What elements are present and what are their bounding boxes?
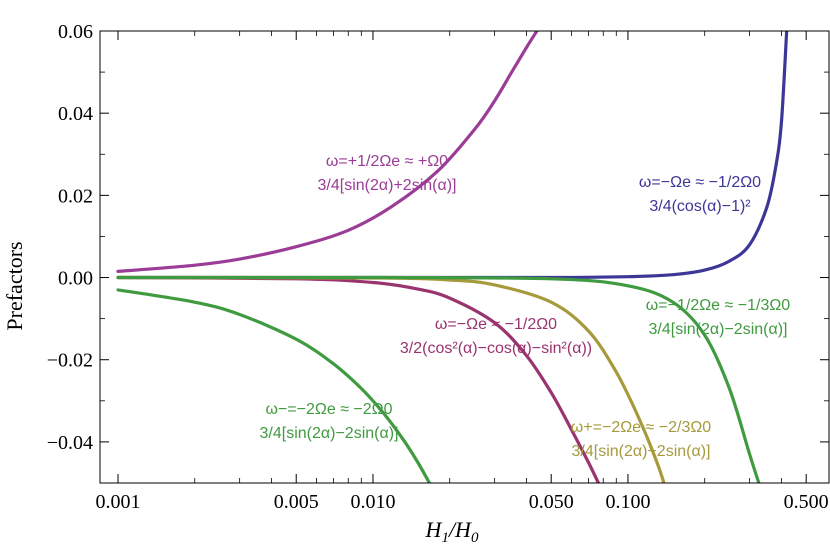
curve-label-line2: 3/4(cos(α)−1)² — [649, 198, 751, 215]
curve-4 — [116, 275, 761, 483]
curve-2 — [116, 275, 601, 483]
y-tick-label: 0.00 — [58, 268, 93, 290]
x-tick-label: 0.001 — [95, 491, 140, 513]
x-tick-label: 0.100 — [605, 491, 650, 513]
y-tick-label: −0.04 — [47, 432, 93, 454]
x-tick-label: 0.050 — [529, 491, 574, 513]
x-tick-label: 0.500 — [784, 491, 829, 513]
curve-labels-layer: ω=+1/2Ωe ≈ +Ω0 3/4[sin(2α)+2sin(α)] ω=−Ωe … — [260, 153, 791, 460]
curve-label-4: ω=−1/2Ωe ≈ −1/3Ω0 3/4[sin(2α)−2sin(α)] — [646, 297, 791, 338]
curve-5 — [116, 288, 432, 483]
curve-0 — [116, 31, 539, 273]
curve-label-line2: 3/4[sin(2α)−2sin(α)] — [260, 425, 399, 442]
curve-label-line2: 3/4[sin(2α)−2sin(α)] — [572, 443, 711, 460]
curve-1 — [116, 31, 789, 280]
y-tick-label: 0.04 — [58, 103, 93, 125]
y-tick-label: −0.02 — [47, 350, 93, 372]
curve-label-line1: ω−=−2Ωe ≈ −2Ω0 — [265, 401, 392, 418]
curve-label-line1: ω+=−2Ωe ≈ −2/3Ω0 — [571, 419, 712, 436]
curve-label-line1: ω=−Ωe ≈ −1/2Ω0 — [639, 174, 761, 191]
ticks-layer — [100, 30, 829, 484]
curve-label-line1: ω=−1/2Ωe ≈ −1/3Ω0 — [646, 297, 791, 314]
tick-labels-layer: 0.001 0.005 0.010 0.050 0.100 0.500 0.06 0.04 0.… — [47, 21, 829, 513]
curve-label-line2: 3/2(cos²(α)−cos(α)−sin²(α)) — [400, 340, 592, 357]
y-tick-label: 0.06 — [58, 21, 93, 43]
curve-label-line1: ω=−Ωe ≈ −1/2Ω0 — [435, 316, 557, 333]
curve-label-3: ω+=−2Ωe ≈ −2/3Ω0 3/4[sin(2α)−2sin(α)] — [571, 419, 712, 460]
x-tick-label: 0.010 — [350, 491, 395, 513]
curve-label-1: ω=−Ωe ≈ −1/2Ω0 3/4(cos(α)−1)² — [639, 174, 761, 215]
curves-layer — [116, 31, 789, 483]
x-axis-title: H1/H0 — [425, 517, 479, 546]
y-axis-title: Prefactors — [2, 241, 27, 330]
plot-frame — [99, 30, 830, 484]
curve-label-line2: 3/4[sin(2α)−2sin(α)] — [649, 321, 788, 338]
curve-label-2: ω=−Ωe ≈ −1/2Ω0 3/2(cos²(α)−cos(α)−sin²(α)… — [400, 316, 592, 357]
curve-label-line1: ω=+1/2Ωe ≈ +Ω0 — [326, 153, 448, 170]
x-tick-label: 0.005 — [274, 491, 319, 513]
curve-label-5: ω−=−2Ωe ≈ −2Ω0 3/4[sin(2α)−2sin(α)] — [260, 401, 399, 442]
curve-label-line2: 3/4[sin(2α)+2sin(α)] — [318, 177, 457, 194]
curve-label-0: ω=+1/2Ωe ≈ +Ω0 3/4[sin(2α)+2sin(α)] — [318, 153, 457, 194]
y-tick-label: 0.02 — [58, 185, 93, 207]
